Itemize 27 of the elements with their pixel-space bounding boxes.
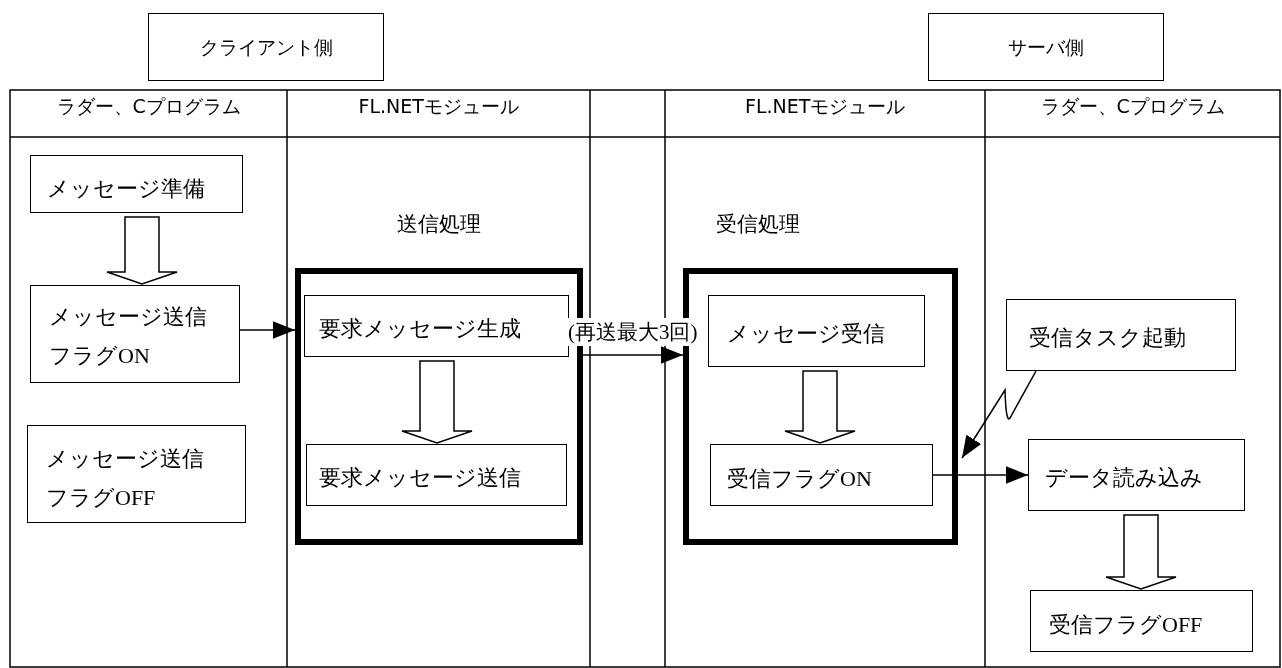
process-box: 受信フラグON	[710, 444, 933, 506]
process-box: 要求メッセージ生成	[304, 295, 569, 357]
lane-header: FL.NETモジュール	[745, 94, 906, 119]
lane-header: ラダー、Cプログラム	[56, 94, 241, 119]
group-heading: 送信処理	[397, 211, 481, 238]
process-box: データ読み込み	[1028, 439, 1245, 511]
process-box: 受信タスク起動	[1006, 299, 1236, 371]
side-label-box: クライアント側	[148, 13, 384, 81]
process-box: メッセージ送信フラグOFF	[27, 425, 246, 523]
process-box: メッセージ送信フラグON	[30, 285, 240, 383]
block-arrow	[784, 370, 856, 444]
block-arrow	[1105, 514, 1177, 590]
block-arrow	[401, 360, 473, 444]
arrow	[582, 346, 684, 364]
side-label-box: サーバ側	[928, 13, 1164, 81]
process-box: 受信フラグOFF	[1030, 590, 1253, 652]
block-arrow	[106, 216, 178, 285]
group-heading: 受信処理	[716, 211, 800, 238]
arrow	[239, 321, 296, 339]
process-box: メッセージ受信	[708, 295, 925, 367]
lane-header: FL.NETモジュール	[358, 94, 519, 119]
process-box: メッセージ準備	[30, 155, 243, 213]
lightning-arrow	[961, 370, 1037, 459]
edge-label: (再送最大3回)	[566, 318, 700, 346]
lane-header: ラダー、Cプログラム	[1040, 94, 1225, 119]
arrow	[932, 466, 1029, 484]
process-box: 要求メッセージ送信	[306, 444, 567, 506]
